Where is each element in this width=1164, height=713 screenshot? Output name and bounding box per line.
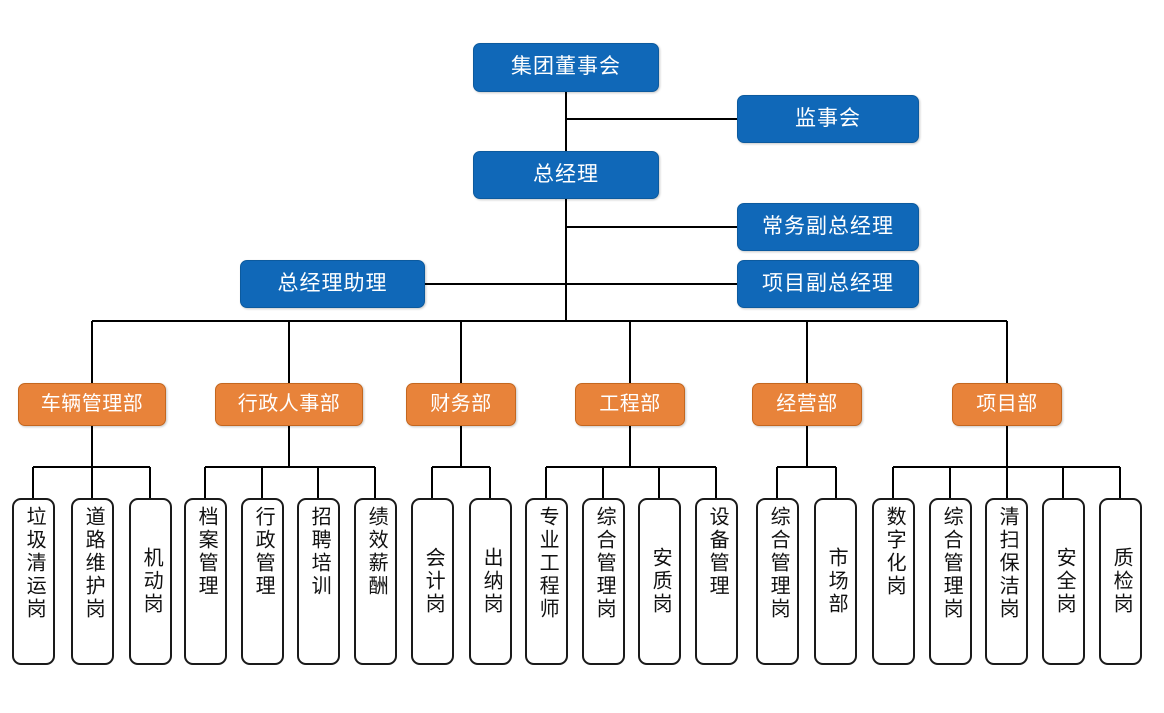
node-label: 总经理助理: [277, 271, 388, 295]
node-label: 行政管理: [252, 506, 275, 598]
node-supervisory-board[interactable]: 监事会: [737, 95, 919, 143]
node-department-engineering[interactable]: 工程部: [575, 383, 685, 426]
node-label: 会计岗: [422, 547, 445, 616]
node-position-quality-inspection[interactable]: 质检岗: [1099, 498, 1142, 665]
node-board-of-directors[interactable]: 集团董事会: [473, 43, 659, 92]
node-label: 道路维护岗: [82, 506, 105, 621]
node-position-recruitment-training[interactable]: 招聘培训: [297, 498, 340, 665]
node-label: 项目部: [976, 393, 1038, 415]
node-label: 总经理: [533, 162, 599, 186]
node-position-garbage-transport[interactable]: 垃圾清运岗: [12, 498, 55, 665]
node-label: 招聘培训: [308, 506, 331, 598]
node-department-vehicle-management[interactable]: 车辆管理部: [18, 383, 166, 426]
node-label: 项目副总经理: [762, 271, 894, 295]
node-department-project[interactable]: 项目部: [952, 383, 1062, 426]
node-label: 综合管理岗: [593, 506, 616, 621]
node-label: 经营部: [776, 393, 838, 415]
node-position-administrative-management[interactable]: 行政管理: [241, 498, 284, 665]
node-position-cleaning-sanitation[interactable]: 清扫保洁岗: [985, 498, 1028, 665]
node-position-safety[interactable]: 安全岗: [1042, 498, 1085, 665]
node-position-safety-quality[interactable]: 安质岗: [638, 498, 681, 665]
node-department-operations[interactable]: 经营部: [752, 383, 862, 426]
node-label: 市场部: [825, 547, 848, 616]
node-position-project-general-management[interactable]: 综合管理岗: [929, 498, 972, 665]
node-general-manager[interactable]: 总经理: [473, 151, 659, 199]
node-label: 综合管理岗: [940, 506, 963, 621]
node-label: 行政人事部: [237, 393, 341, 415]
node-label: 财务部: [430, 393, 492, 415]
node-label: 档案管理: [195, 506, 218, 598]
node-position-engineering-general-management[interactable]: 综合管理岗: [582, 498, 625, 665]
node-label: 综合管理岗: [767, 506, 790, 621]
node-label: 数字化岗: [883, 506, 906, 598]
node-position-mobile-duty[interactable]: 机动岗: [129, 498, 172, 665]
node-label: 常务副总经理: [762, 214, 894, 238]
node-position-records-management[interactable]: 档案管理: [184, 498, 227, 665]
node-label: 车辆管理部: [40, 393, 144, 415]
node-executive-deputy-gm[interactable]: 常务副总经理: [737, 203, 919, 251]
node-position-equipment-management[interactable]: 设备管理: [695, 498, 738, 665]
node-label: 专业工程师: [536, 506, 559, 621]
node-position-performance-compensation[interactable]: 绩效薪酬: [354, 498, 397, 665]
node-department-finance[interactable]: 财务部: [406, 383, 516, 426]
node-position-digitalization[interactable]: 数字化岗: [872, 498, 915, 665]
node-position-accounting[interactable]: 会计岗: [411, 498, 454, 665]
node-project-deputy-gm[interactable]: 项目副总经理: [737, 260, 919, 308]
node-label: 安全岗: [1053, 547, 1076, 616]
node-label: 工程部: [599, 393, 661, 415]
node-position-road-maintenance[interactable]: 道路维护岗: [71, 498, 114, 665]
node-label: 监事会: [795, 106, 861, 130]
node-label: 安质岗: [649, 547, 672, 616]
node-label: 设备管理: [706, 506, 729, 598]
node-label: 质检岗: [1110, 547, 1133, 616]
node-gm-assistant[interactable]: 总经理助理: [240, 260, 425, 308]
node-label: 绩效薪酬: [365, 506, 388, 598]
node-position-cashier[interactable]: 出纳岗: [469, 498, 512, 665]
node-position-operations-general-management[interactable]: 综合管理岗: [756, 498, 799, 665]
node-label: 垃圾清运岗: [23, 506, 46, 621]
node-department-admin-hr[interactable]: 行政人事部: [215, 383, 363, 426]
node-position-professional-engineer[interactable]: 专业工程师: [525, 498, 568, 665]
node-label: 机动岗: [140, 547, 163, 616]
node-label: 出纳岗: [480, 547, 503, 616]
node-position-marketing[interactable]: 市场部: [814, 498, 857, 665]
node-label: 清扫保洁岗: [996, 506, 1019, 621]
node-label: 集团董事会: [511, 55, 621, 79]
